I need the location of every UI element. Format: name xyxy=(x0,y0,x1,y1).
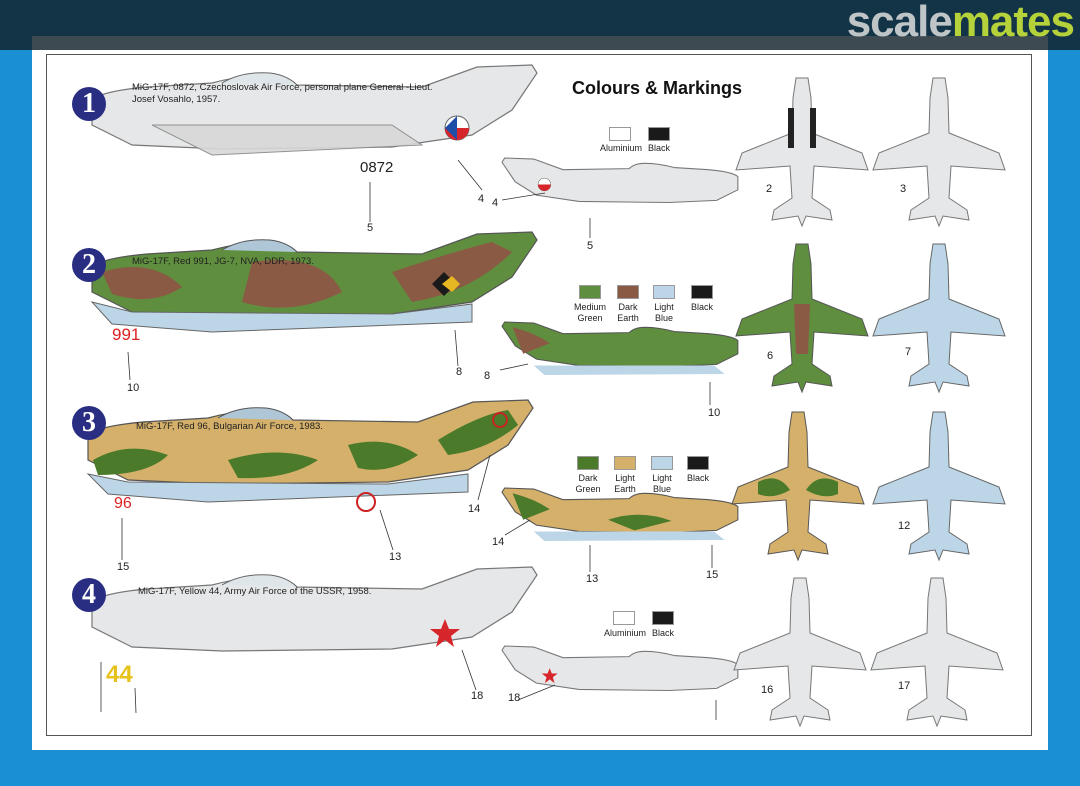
callout-1: 2 xyxy=(766,183,773,195)
callout-7: 8 xyxy=(456,366,463,378)
callout-10: 12 xyxy=(898,520,911,532)
scheme2-serial: 991 xyxy=(112,325,140,344)
swatch-dark-green xyxy=(577,456,599,470)
scheme1-serial: 0872 xyxy=(360,159,393,176)
swatch-label: Aluminium xyxy=(604,628,647,638)
callout-3b: 4 xyxy=(492,197,499,209)
callout-16: 18 xyxy=(471,690,484,702)
swatch-aluminium-1 xyxy=(609,127,631,141)
scheme4-serial: 44 xyxy=(106,661,133,688)
callout-2: 3 xyxy=(900,183,907,195)
scheme1-side-profile xyxy=(91,64,538,156)
callout-15: 17 xyxy=(898,680,911,692)
callout-8b: 10 xyxy=(708,407,721,419)
swatch-black-2 xyxy=(691,285,713,299)
callout-13: 15 xyxy=(117,561,130,573)
callout-16b: 18 xyxy=(508,692,521,704)
callout-11: 13 xyxy=(389,551,402,563)
header-bar: scalemates xyxy=(0,0,1080,50)
scheme-number-2: 2 xyxy=(72,248,106,282)
swatch-label: Aluminium xyxy=(600,143,643,153)
callout-3: 4 xyxy=(478,193,485,205)
scheme3-serial: 96 xyxy=(114,495,132,512)
swatch-label: Black xyxy=(690,302,713,312)
swatch-medium-green xyxy=(579,285,601,299)
callout-12b: 14 xyxy=(492,536,505,548)
callout-14: 16 xyxy=(761,684,774,696)
scheme-number-3: 3 xyxy=(72,406,106,440)
scheme-caption-2: MiG-17F, Red 991, JG-7, NVA, DDR, 1973. xyxy=(132,256,314,267)
callout-4: 5 xyxy=(367,222,374,234)
scheme-caption-3: MiG-17F, Red 96, Bulgarian Air Force, 19… xyxy=(136,421,323,432)
swatch-black-1 xyxy=(648,127,670,141)
swatch-aluminium-4 xyxy=(613,611,635,625)
header-strip xyxy=(32,36,1048,50)
swatch-light-blue xyxy=(653,285,675,299)
swatch-label: Black xyxy=(686,473,709,483)
callout-13b: 15 xyxy=(706,569,719,581)
swatch-black-3 xyxy=(687,456,709,470)
callout-4b: 5 xyxy=(587,240,594,252)
callout-11b: 13 xyxy=(586,573,599,585)
sheet-frame xyxy=(46,54,1032,736)
callout-6: 7 xyxy=(905,346,912,358)
swatch-light-blue-3 xyxy=(651,456,673,470)
scheme-number-4: 4 xyxy=(72,578,106,612)
swatch-light-earth xyxy=(614,456,636,470)
scheme-caption-1: MiG-17F, 0872, Czechoslovak Air Force, p… xyxy=(132,82,433,105)
callout-5: 6 xyxy=(767,350,774,362)
scheme-number-1: 1 xyxy=(72,87,106,121)
colours-markings-title: Colours & Markings xyxy=(572,78,743,98)
swatch-black-4 xyxy=(652,611,674,625)
callout-12: 14 xyxy=(468,503,481,515)
callout-8: 10 xyxy=(127,382,140,394)
scalemates-logo[interactable]: scalemates xyxy=(846,0,1075,46)
callout-7b: 8 xyxy=(484,370,491,382)
scheme-caption-4: MiG-17F, Yellow 44, Army Air Force of th… xyxy=(138,586,372,597)
swatch-label: Black xyxy=(647,143,670,153)
swatch-dark-earth xyxy=(617,285,639,299)
swatch-label: Black xyxy=(651,628,674,638)
